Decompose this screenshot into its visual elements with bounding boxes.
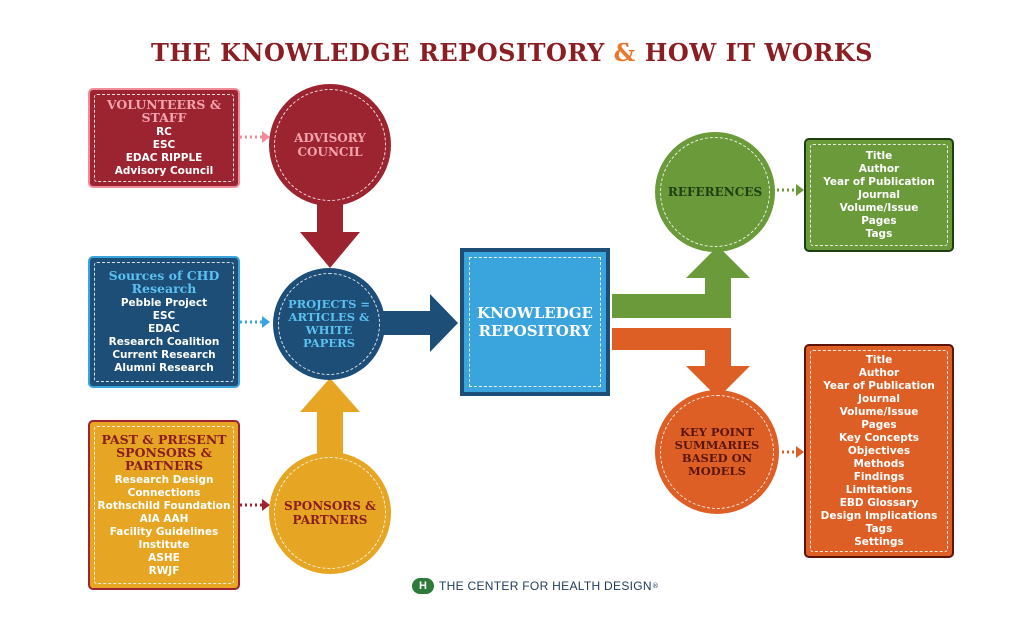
list-item: Research Coalition bbox=[108, 336, 220, 348]
footer-logo: H THE CENTER FOR HEALTH DESIGN® bbox=[412, 578, 659, 594]
list-item: Limitations bbox=[845, 483, 913, 496]
list-item: Pages bbox=[861, 418, 897, 431]
list-item: Settings bbox=[854, 535, 904, 548]
list-item: Pebble Project bbox=[120, 297, 208, 309]
list-item: Research Design bbox=[114, 473, 214, 486]
keypoint-box: Title Author Year of Publication Journal… bbox=[804, 344, 954, 558]
projects-label: PROJECTS = ARTICLES & WHITE PAPERS bbox=[278, 273, 380, 375]
arrowhead-sponsorsbox bbox=[262, 499, 270, 511]
list-item: Methods bbox=[853, 457, 905, 470]
list-item: RWJF bbox=[148, 564, 180, 577]
list-item: ESC bbox=[152, 310, 176, 322]
keypoint-label: KEY POINT SUMMARIES BASED ON MODELS bbox=[660, 395, 774, 509]
references-box-inner: Title Author Year of Publication Journal… bbox=[810, 144, 948, 246]
list-item: Year of Publication bbox=[823, 379, 935, 392]
arrowhead-sources bbox=[262, 316, 270, 328]
arrow-projects-head bbox=[430, 294, 458, 352]
knowledge-repository-label: KNOWLEDGE REPOSITORY bbox=[469, 257, 601, 387]
list-item: Findings bbox=[853, 470, 905, 483]
keypoint-circle: KEY POINT SUMMARIES BASED ON MODELS bbox=[655, 390, 779, 514]
arrow-sponsors-shaft bbox=[317, 410, 343, 455]
arrow-references-path bbox=[612, 246, 750, 318]
sources-heading: Sources of CHD Research bbox=[108, 268, 220, 296]
advisory-council-circle: ADVISORY COUNCIL bbox=[269, 84, 391, 206]
list-item: ESC bbox=[152, 139, 176, 151]
list-item: Volume/Issue bbox=[839, 405, 919, 418]
arrow-keypoint-path bbox=[612, 328, 750, 398]
references-box: Title Author Year of Publication Journal… bbox=[804, 138, 954, 252]
knowledge-repository-box: KNOWLEDGE REPOSITORY bbox=[460, 248, 610, 396]
list-item: Tags bbox=[865, 522, 893, 535]
volunteers-heading: VOLUNTEERS & STAFF bbox=[106, 97, 222, 125]
list-item: Title bbox=[865, 149, 893, 162]
list-item: Alumni Research bbox=[114, 362, 214, 374]
registered-mark: ® bbox=[651, 582, 659, 590]
sponsors-box-heading: PAST & PRESENT SPONSORS & PARTNERS bbox=[101, 431, 227, 473]
list-item: EDAC bbox=[148, 323, 180, 335]
list-item: Connections bbox=[127, 486, 201, 499]
list-item: Author bbox=[858, 162, 900, 175]
list-item: Key Concepts bbox=[838, 431, 920, 444]
arrowhead-references bbox=[796, 184, 804, 196]
list-item: ASHE bbox=[148, 551, 180, 564]
advisory-council-label: ADVISORY COUNCIL bbox=[274, 89, 386, 201]
list-item: EDAC RIPPLE bbox=[125, 152, 203, 164]
list-item: Objectives bbox=[847, 444, 911, 457]
sources-box: Sources of CHD Research Pebble Project E… bbox=[88, 256, 240, 388]
list-item: Volume/Issue bbox=[839, 201, 919, 214]
volunteers-box: VOLUNTEERS & STAFF RC ESC EDAC RIPPLE Ad… bbox=[88, 88, 240, 188]
keypoint-box-inner: Title Author Year of Publication Journal… bbox=[810, 350, 948, 552]
list-item: RC bbox=[156, 126, 172, 138]
list-item: Journal bbox=[858, 188, 900, 201]
list-item: Design Implications bbox=[820, 509, 938, 522]
chd-logo-icon: H bbox=[412, 578, 434, 594]
page-title: THE KNOWLEDGE REPOSITORY & HOW IT WORKS bbox=[150, 38, 874, 67]
arrowhead-keypoint bbox=[796, 446, 804, 458]
list-item: Title bbox=[865, 353, 893, 366]
list-item: EBD Glossary bbox=[839, 496, 919, 509]
arrow-sponsors-head bbox=[300, 378, 360, 412]
sponsors-box-inner: PAST & PRESENT SPONSORS & PARTNERS Resea… bbox=[94, 426, 234, 584]
references-circle: REFERENCES bbox=[655, 132, 775, 252]
list-item: Year of Publication bbox=[823, 175, 935, 188]
list-item: Advisory Council bbox=[114, 165, 214, 177]
arrow-advisory-head bbox=[300, 232, 360, 268]
arrow-projects-shaft bbox=[380, 311, 432, 335]
list-item: Author bbox=[858, 366, 900, 379]
arrowhead-volunteers bbox=[262, 131, 270, 143]
references-label: REFERENCES bbox=[660, 137, 770, 247]
list-item: Journal bbox=[858, 392, 900, 405]
volunteers-box-inner: VOLUNTEERS & STAFF RC ESC EDAC RIPPLE Ad… bbox=[94, 94, 234, 182]
list-item: Facility Guidelines bbox=[109, 525, 219, 538]
sources-box-inner: Sources of CHD Research Pebble Project E… bbox=[94, 262, 234, 382]
footer-org-name: THE CENTER FOR HEALTH DESIGN bbox=[439, 579, 652, 593]
list-item: Rothschild Foundation bbox=[97, 499, 231, 512]
list-item: Current Research bbox=[112, 349, 216, 361]
list-item: Institute bbox=[138, 538, 190, 551]
sponsors-box: PAST & PRESENT SPONSORS & PARTNERS Resea… bbox=[88, 420, 240, 590]
projects-circle: PROJECTS = ARTICLES & WHITE PAPERS bbox=[273, 268, 385, 380]
sponsors-label: SPONSORS & PARTNERS bbox=[274, 457, 386, 569]
list-item: Tags bbox=[865, 227, 893, 240]
list-item: AIA AAH bbox=[139, 512, 189, 525]
list-item: Pages bbox=[861, 214, 897, 227]
sponsors-circle: SPONSORS & PARTNERS bbox=[269, 452, 391, 574]
